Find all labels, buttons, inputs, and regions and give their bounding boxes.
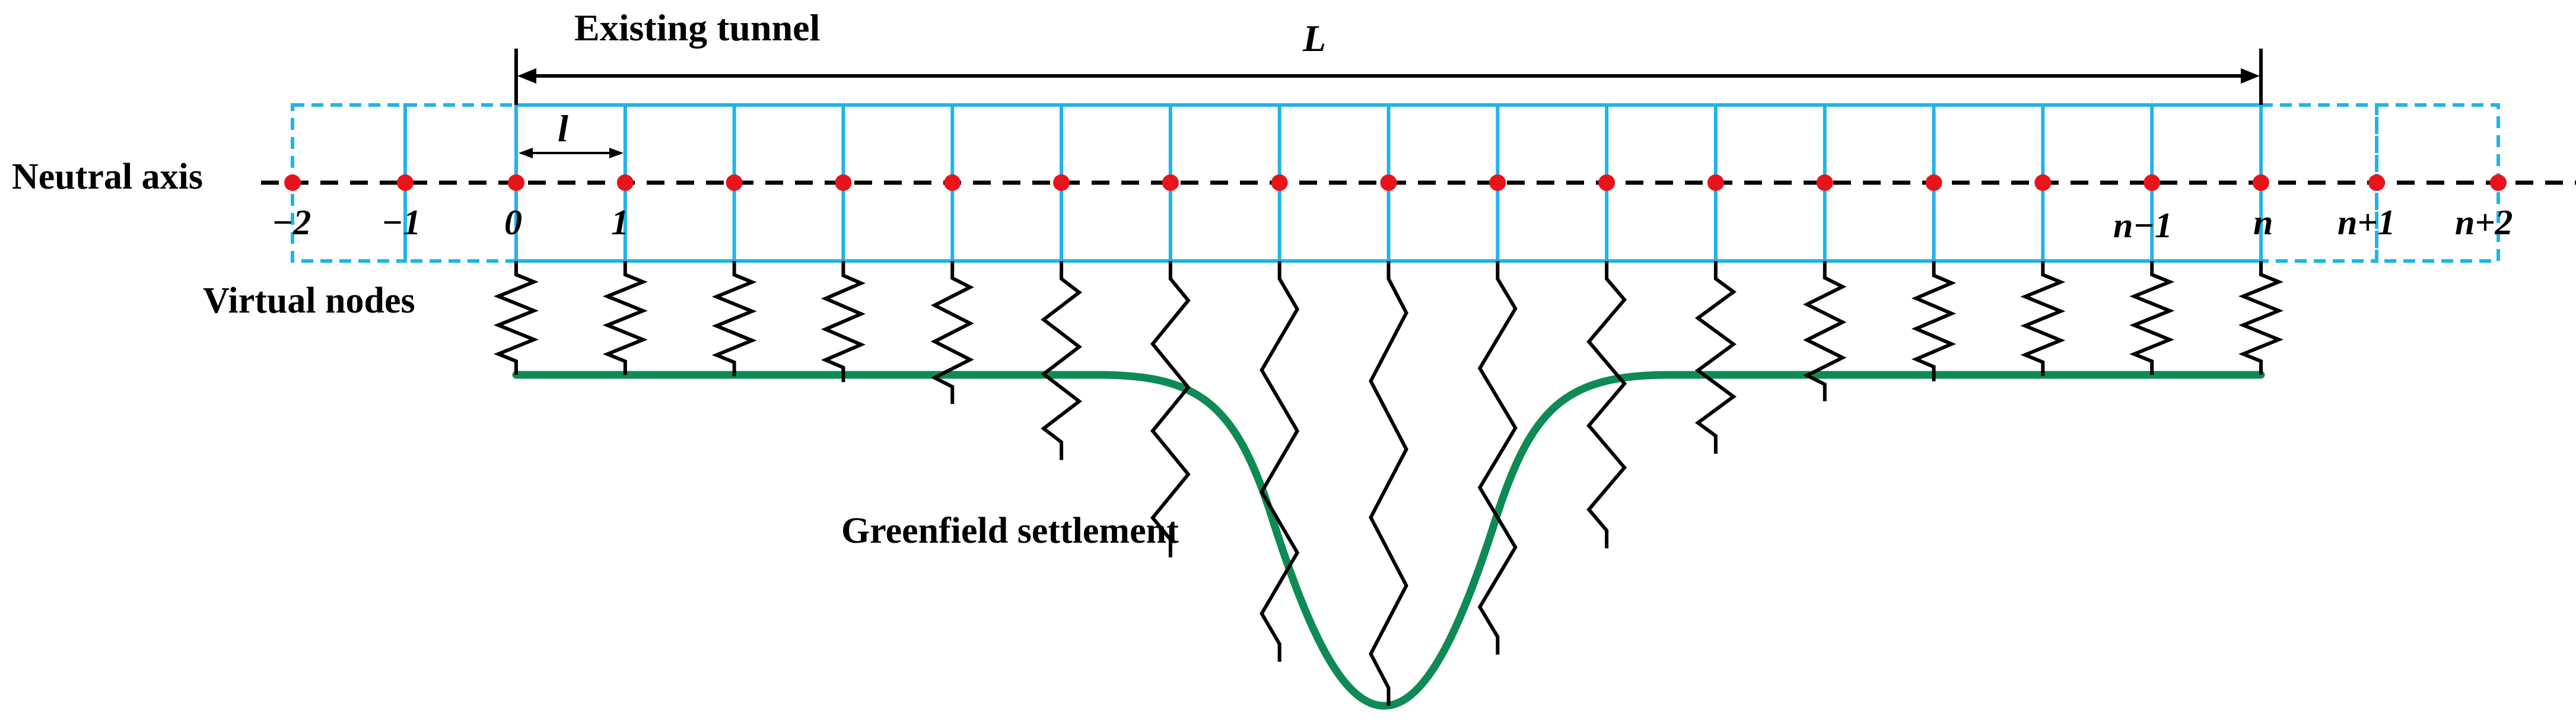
node-point (2034, 174, 2052, 191)
spring (1477, 261, 1518, 655)
node-point (397, 174, 414, 191)
spring (930, 261, 974, 405)
node-point (1925, 174, 1942, 191)
node-point (2144, 174, 2161, 191)
greenfield-settlement-curve (512, 371, 2265, 710)
segment-length-dimension (519, 148, 624, 158)
spring (1803, 261, 1847, 402)
node-point (1162, 174, 1179, 191)
node-label-1: 1 (611, 203, 629, 242)
node-label-minus-1: −1 (381, 203, 421, 242)
node-label-n-minus-1: n−1 (2113, 206, 2173, 245)
node-label-n: n (2253, 203, 2273, 242)
spring (1586, 261, 1627, 549)
node-point (2490, 174, 2507, 191)
node-point (1598, 174, 1615, 191)
segment-length-label: l (558, 107, 568, 149)
node-label-0: 0 (504, 203, 522, 242)
neutral-axis-label: Neutral axis (12, 157, 203, 197)
existing-tunnel-label: Existing tunnel (574, 7, 820, 49)
length-dimension (514, 49, 2263, 105)
node-point (616, 174, 634, 191)
node-label-n-plus-2: n+2 (2455, 203, 2513, 242)
node-point (2368, 174, 2385, 191)
virtual-nodes-label: Virtual nodes (203, 281, 415, 321)
spring (2238, 261, 2284, 375)
node-point (284, 174, 301, 191)
node-group (284, 174, 2507, 191)
node-point (1489, 174, 1506, 191)
spring (1694, 261, 1737, 454)
spring (1260, 261, 1300, 662)
spring (2020, 261, 2066, 376)
spring (494, 261, 539, 375)
node-point (1816, 174, 1833, 191)
node-point (1707, 174, 1724, 191)
spring (711, 261, 757, 377)
node-point (1271, 174, 1288, 191)
node-label-minus-2: −2 (272, 203, 311, 242)
node-point (944, 174, 961, 191)
node-point (2253, 174, 2269, 191)
length-label: L (1302, 17, 1326, 59)
node-label-n-plus-1: n+1 (2338, 203, 2396, 242)
node-point (726, 174, 743, 191)
spring (1150, 261, 1191, 558)
spring (820, 261, 866, 383)
spring (1041, 261, 1082, 460)
spring (602, 261, 648, 375)
node-point (508, 174, 524, 191)
node-point (835, 174, 852, 191)
spring (1911, 261, 1957, 381)
spring (2129, 261, 2175, 375)
node-point (1053, 174, 1070, 191)
node-point (1380, 174, 1397, 191)
spring (1369, 261, 1408, 706)
greenfield-settlement-label: Greenfield settlement (841, 511, 1179, 551)
spring-group (494, 261, 2284, 706)
